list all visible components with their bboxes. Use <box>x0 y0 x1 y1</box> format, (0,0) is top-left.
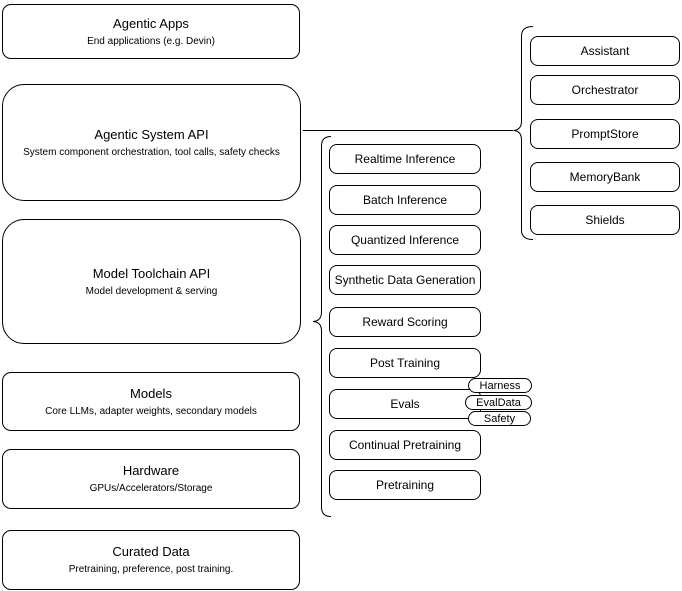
node-models: Models Core LLMs, adapter weights, secon… <box>2 372 300 431</box>
node-shields: Shields <box>530 205 680 235</box>
node-label: Evals <box>390 397 420 411</box>
node-label: Quantized Inference <box>350 233 460 247</box>
node-promptstore: PromptStore <box>530 119 680 149</box>
node-label: Reward Scoring <box>362 315 448 329</box>
node-label: Pretraining <box>375 478 435 492</box>
tag-evaldata: EvalData <box>465 395 532 410</box>
tag-label: Safety <box>483 412 516 425</box>
node-subtitle: Model development & serving <box>85 285 218 297</box>
tag-label: Harness <box>479 379 521 392</box>
node-title: Curated Data <box>112 544 190 559</box>
node-subtitle: GPUs/Accelerators/Storage <box>89 483 213 494</box>
node-title: Agentic System API <box>94 126 209 142</box>
tag-safety: Safety <box>468 411 531 426</box>
node-realtime-inference: Realtime Inference <box>329 144 481 174</box>
node-quantized-inference: Quantized Inference <box>329 225 481 255</box>
node-evals: Evals <box>329 389 481 419</box>
node-subtitle: End applications (e.g. Devin) <box>87 35 215 47</box>
tag-label: EvalData <box>476 396 521 409</box>
node-title: Models <box>130 385 172 401</box>
node-post-training: Post Training <box>329 348 481 378</box>
node-pretraining: Pretraining <box>329 470 481 500</box>
node-label: Synthetic Data Generation <box>334 273 476 287</box>
node-label: Orchestrator <box>571 83 639 97</box>
node-subtitle: Pretraining, preference, post training. <box>68 564 234 575</box>
node-curated-data: Curated Data Pretraining, preference, po… <box>2 530 300 590</box>
node-label: Continual Pretraining <box>348 438 462 452</box>
node-continual-pretraining: Continual Pretraining <box>329 430 481 460</box>
node-label: Realtime Inference <box>354 152 456 166</box>
node-label: Post Training <box>369 356 441 370</box>
node-agentic-system-api: Agentic System API System component orch… <box>2 84 301 201</box>
node-hardware: Hardware GPUs/Accelerators/Storage <box>2 449 300 509</box>
node-memorybank: MemoryBank <box>530 162 680 192</box>
tag-harness: Harness <box>468 378 532 393</box>
node-synthetic-data-generation: Synthetic Data Generation <box>329 265 481 295</box>
node-batch-inference: Batch Inference <box>329 185 481 215</box>
node-reward-scoring: Reward Scoring <box>329 307 481 337</box>
node-label: MemoryBank <box>569 170 641 184</box>
node-subtitle: Core LLMs, adapter weights, secondary mo… <box>45 405 257 417</box>
node-title: Hardware <box>122 463 180 478</box>
node-label: Batch Inference <box>362 193 448 207</box>
node-label: Shields <box>585 213 625 227</box>
node-agentic-apps: Agentic Apps End applications (e.g. Devi… <box>2 4 300 59</box>
node-label: PromptStore <box>571 127 639 141</box>
node-assistant: Assistant <box>530 36 680 66</box>
node-model-toolchain-api: Model Toolchain API Model development & … <box>2 219 301 344</box>
node-label: Assistant <box>580 44 630 58</box>
node-orchestrator: Orchestrator <box>530 75 680 105</box>
node-title: Model Toolchain API <box>92 265 211 281</box>
node-title: Agentic Apps <box>113 15 189 31</box>
node-subtitle: System component orchestration, tool cal… <box>23 146 280 158</box>
